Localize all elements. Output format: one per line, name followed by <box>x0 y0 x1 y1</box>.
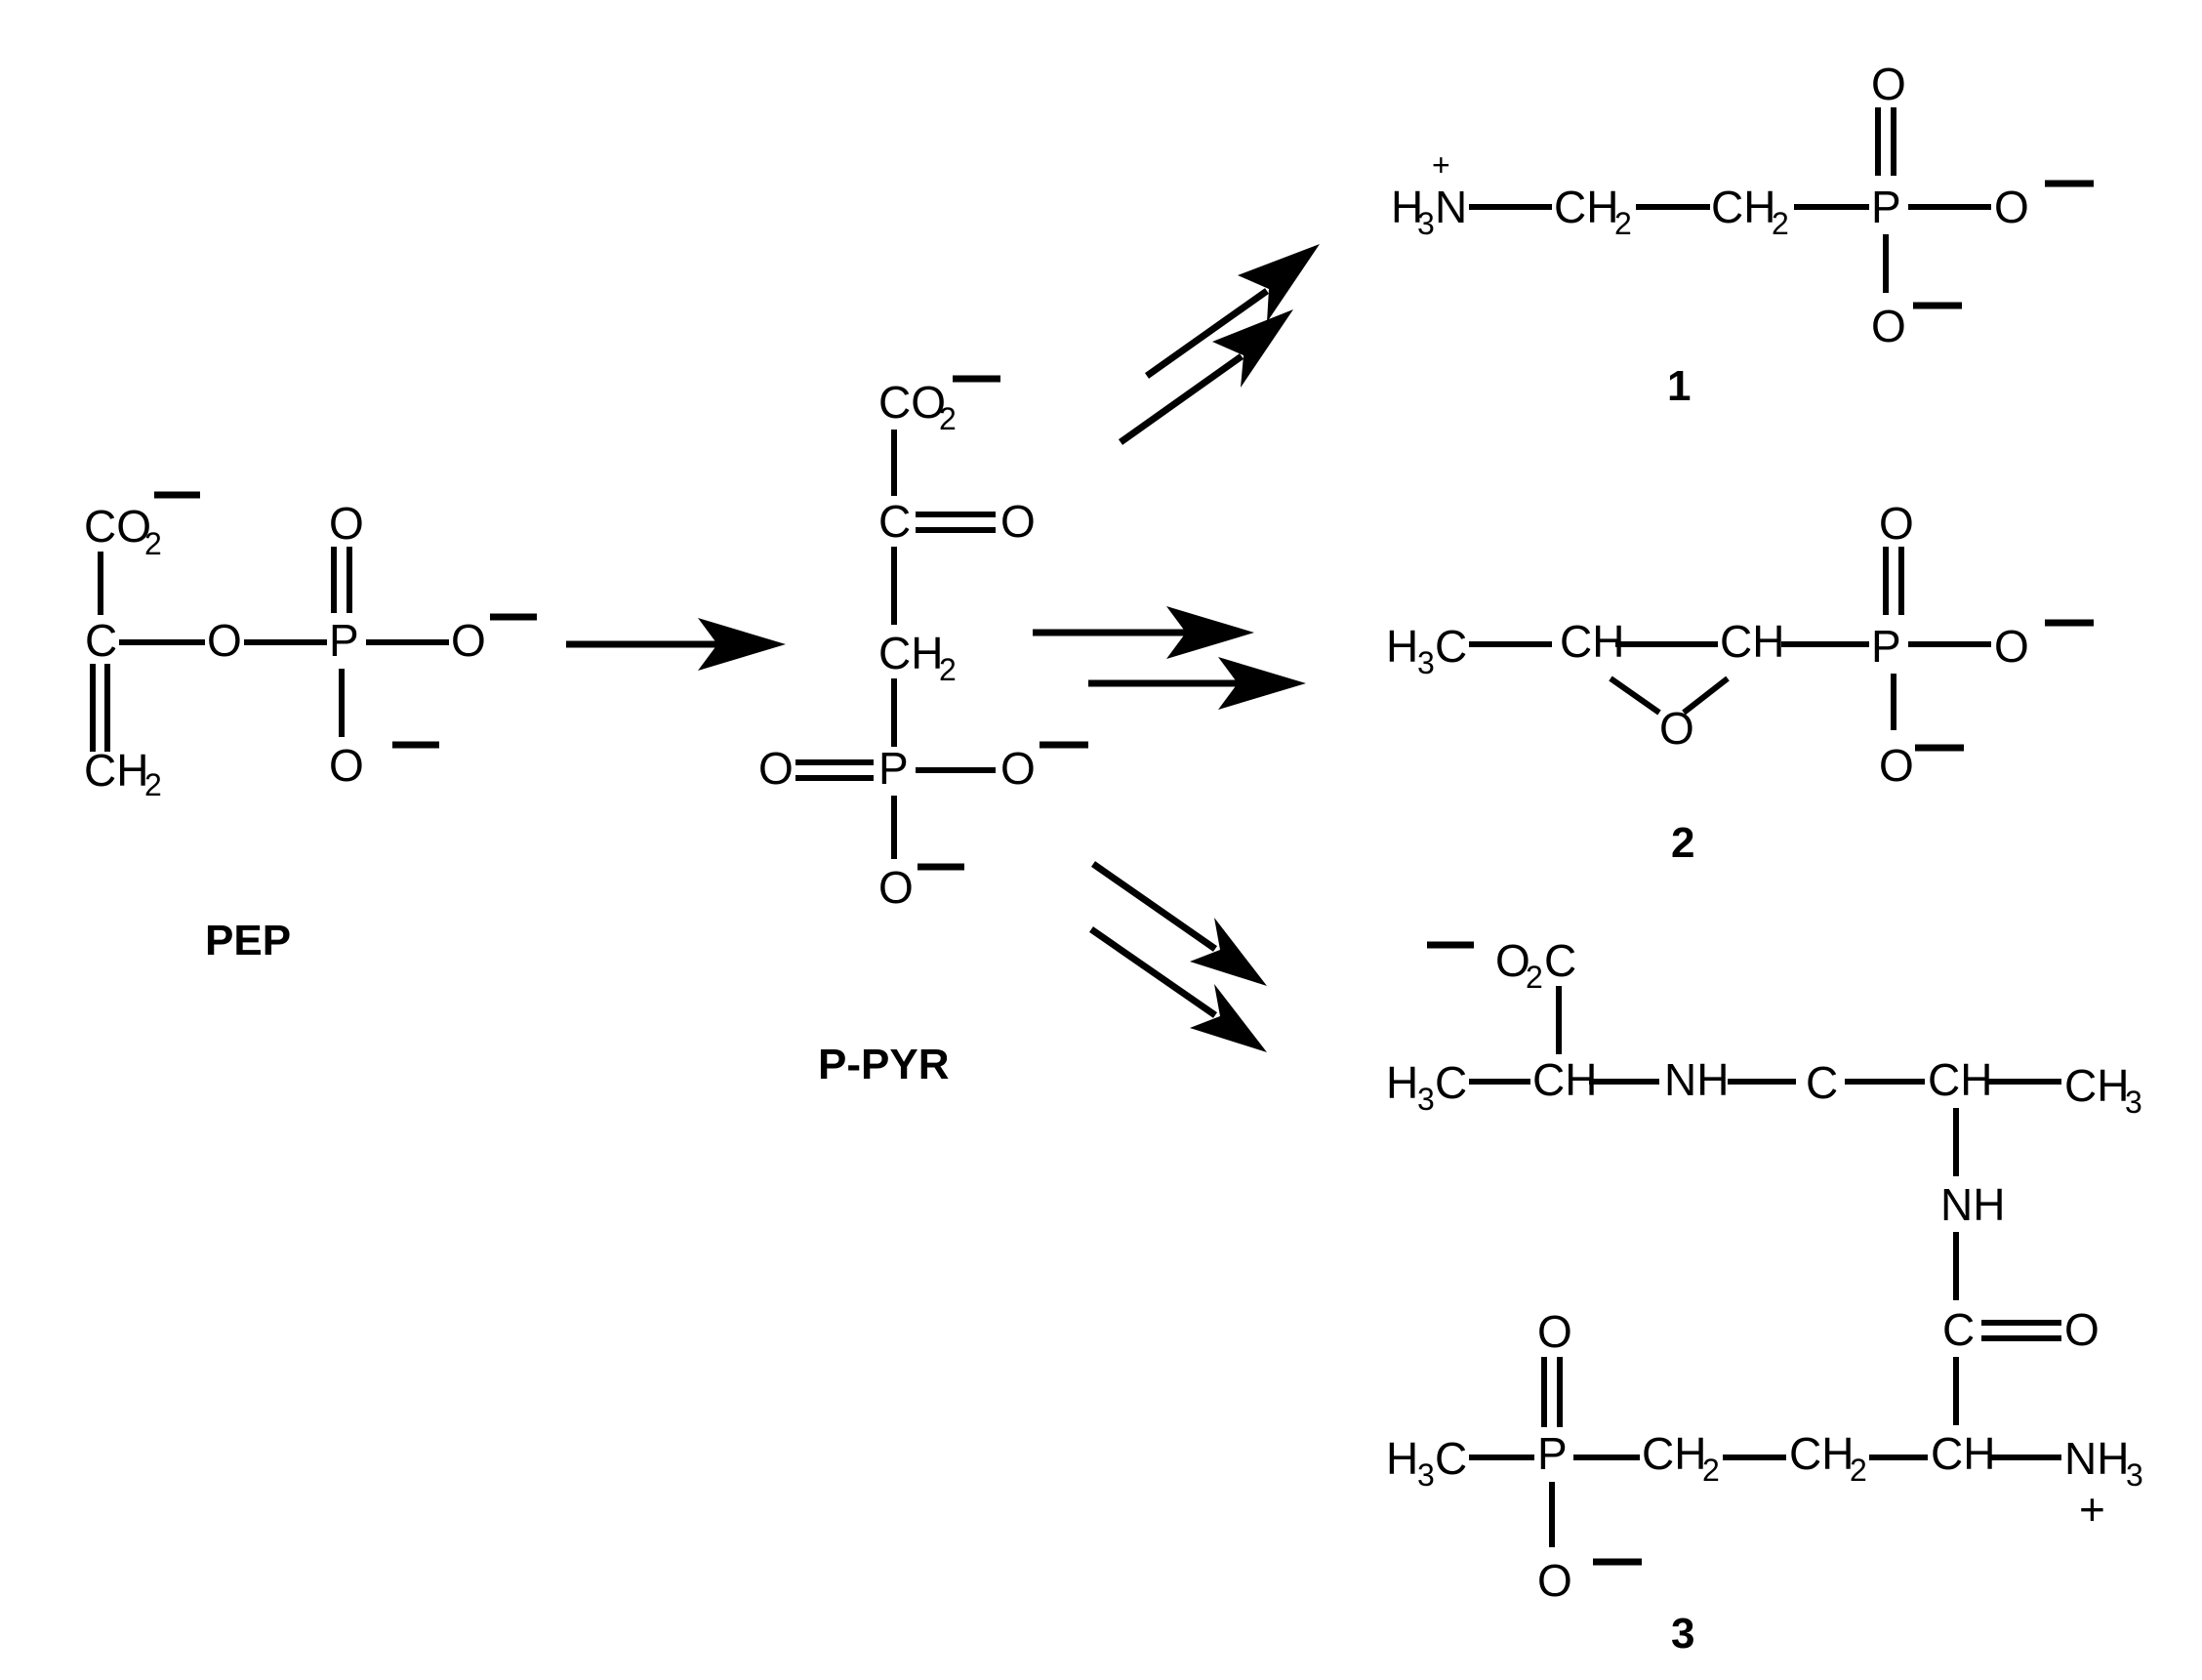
structure-product-3: O 2 C H 3 C CH NH C CH CH 3 NH C O H 3 C… <box>1386 935 2143 1658</box>
reaction-arrow <box>1144 244 1320 379</box>
atom-o2c: O <box>1495 935 1530 986</box>
atom-o: O <box>329 498 364 549</box>
atom-h3c: H <box>1386 621 1418 672</box>
epoxide-bond <box>1609 676 1661 716</box>
reaction-arrow <box>1118 309 1293 445</box>
atom-o: O <box>1537 1555 1572 1606</box>
subscript: 3 <box>1417 1457 1435 1493</box>
atom-o: O <box>1879 740 1914 791</box>
atom-n: N <box>1435 182 1467 232</box>
subscript: 2 <box>144 767 162 802</box>
positive-charge: + <box>1432 147 1450 183</box>
atom-h3c: H <box>1386 1057 1418 1108</box>
positive-charge: + <box>2079 1484 2105 1535</box>
label-p-pyr: P-PYR <box>818 1041 949 1088</box>
reaction-arrow <box>1033 606 1254 659</box>
atom-ch: CH <box>1928 1054 1992 1105</box>
structure-p-pyr: CO 2 C O CH 2 O P O O P-PYR <box>758 375 1088 1088</box>
atom-ch2: CH <box>1554 182 1618 232</box>
atom-c: C <box>1544 935 1576 986</box>
structure-product-1: H 3 N + CH 2 CH 2 P O O O 1 <box>1391 59 2094 410</box>
atom-o: O <box>878 862 914 913</box>
atom-nh: NH <box>1940 1179 2005 1230</box>
atom-o: O <box>1000 496 1036 547</box>
label-product-3: 3 <box>1671 1610 1694 1658</box>
subscript: 3 <box>1417 206 1435 241</box>
atom-o: O <box>1994 621 2029 672</box>
atom-nh: NH <box>1664 1054 1729 1105</box>
atom-ch2: CH <box>1642 1428 1706 1479</box>
subscript: 2 <box>939 401 957 436</box>
atom-c: C <box>1435 1433 1467 1484</box>
atom-ch: CH <box>1560 616 1624 667</box>
atom-o: O <box>1659 703 1694 754</box>
subscript: 3 <box>2126 1457 2143 1493</box>
atom-c: C <box>85 615 117 666</box>
atom-p: P <box>1871 621 1901 672</box>
structure-pep: CO 2 C CH 2 O P O O O PEP <box>84 491 537 964</box>
atom-co: CO <box>84 501 151 552</box>
atom-ch2: CH <box>878 628 943 678</box>
atom-co: CO <box>878 377 946 428</box>
atom-o: O <box>451 615 486 666</box>
atom-nh3: NH <box>2064 1433 2129 1484</box>
subscript: 2 <box>939 652 957 687</box>
atom-p: P <box>878 743 909 794</box>
atom-ch2: CH <box>1711 182 1775 232</box>
atom-o: O <box>1871 301 1906 351</box>
atom-h3c: H <box>1386 1433 1418 1484</box>
atom-h3n: H <box>1391 182 1423 232</box>
atom-o: O <box>1000 743 1036 794</box>
atom-p: P <box>1537 1428 1568 1479</box>
atom-o: O <box>1994 182 2029 232</box>
atom-o: O <box>1871 59 1906 109</box>
subscript: 2 <box>1772 206 1789 241</box>
atom-ch: CH <box>1931 1428 1995 1479</box>
atom-o: O <box>2064 1304 2100 1355</box>
atom-c: C <box>1435 621 1467 672</box>
subscript: 2 <box>1614 206 1632 241</box>
subscript: 2 <box>1526 960 1543 995</box>
atom-c: C <box>1942 1304 1975 1355</box>
atom-ch2: CH <box>1789 1428 1854 1479</box>
reaction-arrow <box>1091 861 1267 986</box>
label-pep: PEP <box>205 917 291 964</box>
subscript: 2 <box>144 526 162 561</box>
structure-product-2: H 3 C CH CH O P O O O 2 <box>1386 498 2094 867</box>
subscript: 3 <box>2125 1085 2142 1120</box>
atom-o: O <box>758 743 794 794</box>
atom-o: O <box>1537 1306 1572 1357</box>
atom-o: O <box>1879 498 1914 549</box>
subscript: 3 <box>1417 1082 1435 1117</box>
atom-o: O <box>207 615 242 666</box>
subscript: 2 <box>1702 1453 1720 1488</box>
atom-p: P <box>1871 182 1901 232</box>
reaction-arrow <box>566 618 786 671</box>
label-product-2: 2 <box>1671 819 1694 867</box>
atom-c: C <box>878 496 911 547</box>
atom-o: O <box>329 740 364 791</box>
label-product-1: 1 <box>1667 362 1691 410</box>
epoxide-bond <box>1682 676 1730 716</box>
atom-ch3: CH <box>2064 1060 2129 1111</box>
atom-c: C <box>1806 1057 1838 1108</box>
atom-ch: CH <box>1720 616 1784 667</box>
atom-c: C <box>1435 1057 1467 1108</box>
subscript: 3 <box>1417 645 1435 680</box>
atom-ch: CH <box>1532 1054 1597 1105</box>
reaction-arrow <box>1088 657 1306 710</box>
subscript: 2 <box>1850 1453 1867 1488</box>
atom-p: P <box>329 615 359 666</box>
atom-ch2: CH <box>84 745 148 796</box>
reaction-arrow <box>1089 926 1267 1052</box>
